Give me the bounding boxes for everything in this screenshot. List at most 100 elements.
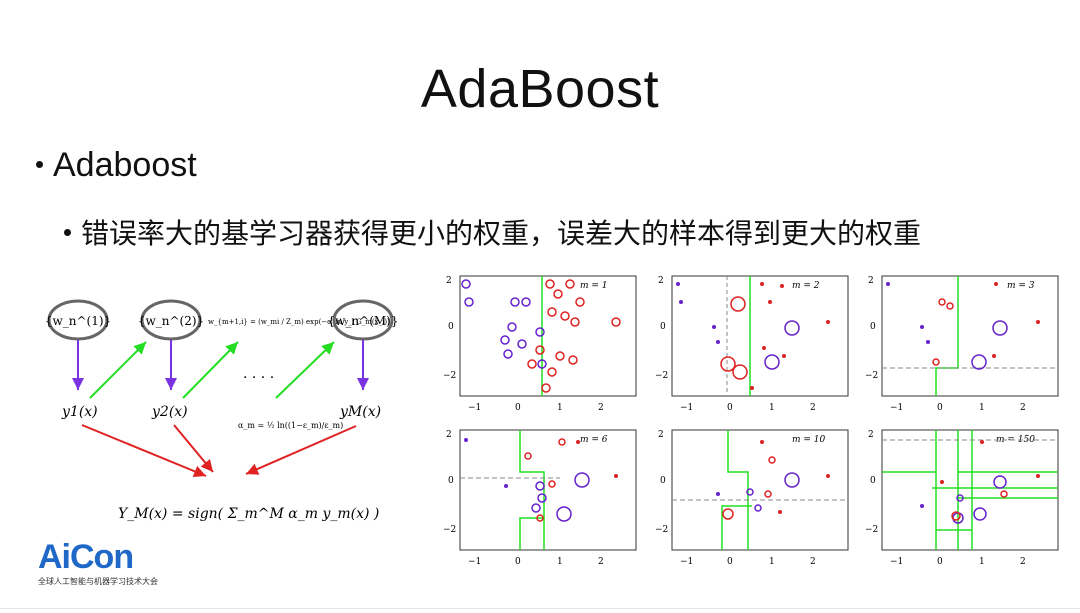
x-tick: −1	[890, 557, 903, 567]
x-tick: 0	[937, 557, 943, 567]
y-tick: −2	[443, 525, 456, 535]
y-tick: 2	[446, 276, 452, 286]
weight-update-formula: w_{m+1,i} = (w_mi / Z_m) exp(−α_m y_i G_…	[208, 318, 390, 326]
classifier-label-2: y2(x)	[151, 404, 188, 420]
plot-label: m = 2	[792, 281, 820, 291]
x-tick: −1	[680, 557, 693, 567]
decision-boundary	[935, 276, 959, 396]
plot-m150: m = 150 2 0 −2 −1 0 1 2	[865, 429, 1059, 567]
y-tick: −2	[655, 371, 668, 381]
data-points	[886, 282, 1040, 370]
plot-label: m = 1	[580, 281, 608, 291]
bullet-level-1: Adaboost	[36, 146, 197, 185]
x-tick: 1	[557, 403, 563, 413]
plot-label: m = 6	[580, 435, 608, 445]
weight-arrow-2	[182, 341, 239, 399]
y-tick: 0	[448, 322, 454, 332]
alpha-formula: α_m = ½ ln((1−ε_m)/ε_m)	[238, 421, 343, 430]
logo-wordmark: AiCon	[38, 538, 134, 576]
y-tick: 2	[446, 430, 452, 440]
x-tick: 2	[1020, 557, 1026, 567]
x-tick: 2	[810, 557, 816, 567]
plot-m2: m = 2 2 0 −2 −1 0 1 2	[655, 275, 849, 413]
x-tick: 0	[515, 403, 521, 413]
bottom-divider	[0, 608, 1080, 609]
plot-m3: m = 3 2 0 −2 −1 0 1 2	[865, 275, 1059, 413]
y-tick: 0	[870, 322, 876, 332]
classifier-label-1: y1(x)	[61, 404, 98, 420]
ellipsis: . . . .	[243, 366, 274, 382]
x-tick: 0	[515, 557, 521, 567]
y-tick: 0	[660, 322, 666, 332]
svg-text:{w_n^(M)}: {w_n^(M)}	[328, 314, 399, 328]
weight-arrow-m	[275, 341, 335, 399]
plot-m6: m = 6 2 0 −2 −1 0 1 2	[443, 429, 637, 567]
x-tick: 1	[769, 403, 775, 413]
weight-node-2: {w_n^(2)}	[138, 299, 204, 341]
data-points	[920, 440, 1040, 524]
slide-title: AdaBoost	[420, 59, 660, 119]
x-tick: 2	[598, 557, 604, 567]
y-tick: 2	[658, 430, 664, 440]
bullet-level-2: 错误率大的基学习器获得更小的权重，误差大的样本得到更大的权重	[64, 212, 921, 252]
plot-axes	[881, 429, 1059, 551]
x-tick: 0	[727, 403, 733, 413]
x-tick: −1	[468, 557, 481, 567]
final-classifier-formula: Y_M(x) = sign( Σ_m^M α_m y_m(x) )	[118, 506, 379, 522]
y-tick: 2	[868, 276, 874, 286]
decision-boundary	[519, 430, 545, 550]
bullet-2-text: 错误率大的基学习器获得更小的权重，误差大的样本得到更大的权重	[81, 218, 922, 249]
data-points	[464, 438, 618, 522]
logo-subtitle: 全球人工智能与机器学习技术大会	[38, 577, 158, 586]
x-tick: 1	[557, 557, 563, 567]
plot-axes	[881, 275, 1059, 397]
x-tick: −1	[680, 403, 693, 413]
y-tick: −2	[655, 525, 668, 535]
x-tick: 2	[1020, 403, 1026, 413]
decision-boundary	[727, 430, 749, 550]
bullet-dot	[36, 160, 43, 168]
x-tick: −1	[890, 403, 903, 413]
y-tick: −2	[443, 371, 456, 381]
combine-arrow-2	[173, 424, 214, 473]
svg-text:{w_n^(1)}: {w_n^(1)}	[45, 314, 111, 328]
adaboost-diagram: {w_n^(1)} {w_n^(2)} {w_n^(M)} w_{m+1,i} …	[45, 299, 399, 522]
y-tick: 2	[868, 430, 874, 440]
plot-axes	[459, 275, 637, 397]
aicon-logo: AiCon 全球人工智能与机器学习技术大会	[38, 540, 158, 587]
svg-text:{w_n^(2)}: {w_n^(2)}	[138, 314, 204, 328]
weight-arrow-1	[89, 341, 147, 399]
bullet-dot	[64, 229, 71, 237]
decision-boundary-2	[721, 505, 752, 550]
classifier-label-m: yM(x)	[339, 404, 381, 420]
weight-node-1: {w_n^(1)}	[45, 299, 111, 341]
x-tick: 1	[979, 557, 985, 567]
weight-node-m: {w_n^(M)}	[328, 299, 399, 341]
y-tick: 0	[870, 476, 876, 486]
y-tick: −2	[865, 371, 878, 381]
x-tick: −1	[468, 403, 481, 413]
y-tick: 0	[660, 476, 666, 486]
data-points	[716, 440, 830, 520]
plot-label: m = 150	[996, 435, 1035, 445]
x-tick: 0	[937, 403, 943, 413]
y-tick: 2	[658, 276, 664, 286]
x-tick: 1	[979, 403, 985, 413]
x-tick: 2	[598, 403, 604, 413]
data-points	[676, 282, 830, 390]
bullet-1-text: Adaboost	[53, 146, 197, 184]
y-tick: −2	[865, 525, 878, 535]
plot-axes	[671, 275, 849, 397]
y-tick: 0	[448, 476, 454, 486]
x-tick: 0	[727, 557, 733, 567]
decision-boundary-2	[519, 517, 544, 550]
combine-arrow-1	[81, 424, 207, 477]
plot-label: m = 3	[1007, 281, 1035, 291]
decision-boundary	[882, 430, 1058, 550]
plot-m1: m = 1 2 0 −2 −1 0 1 2	[443, 275, 637, 413]
data-points	[461, 279, 621, 393]
plot-m10: m = 10 2 0 −2 −1 0 1 2	[655, 429, 849, 567]
plot-label: m = 10	[792, 435, 826, 445]
x-tick: 2	[810, 403, 816, 413]
plot-axes	[459, 429, 637, 551]
